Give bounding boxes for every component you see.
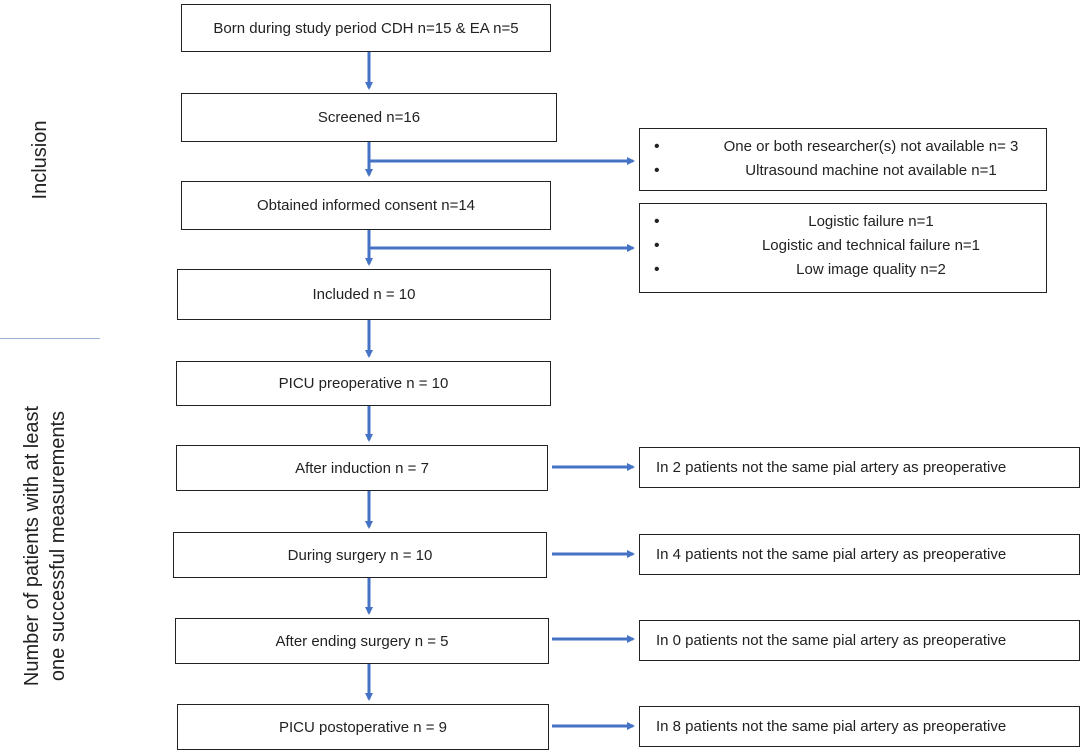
note-box-induction: In 2 patients not the same pial artery a… (639, 447, 1080, 488)
note-box-ending-surgery: In 0 patients not the same pial artery a… (639, 620, 1080, 661)
note-box-surgery: In 4 patients not the same pial artery a… (639, 534, 1080, 575)
flow-box-during-surgery: During surgery n = 10 (173, 532, 547, 578)
flow-box-born: Born during study period CDH n=15 & EA n… (181, 4, 551, 52)
exclusion-item: One or both researcher(s) not available … (654, 135, 1046, 159)
exclusion-box-screening: One or both researcher(s) not available … (639, 128, 1047, 191)
flow-box-included: Included n = 10 (177, 269, 551, 320)
exclusion-item: Ultrasound machine not available n=1 (654, 159, 1046, 183)
flow-box-picu-preoperative: PICU preoperative n = 10 (176, 361, 551, 406)
section-divider (0, 338, 100, 339)
note-box-picu-postoperative: In 8 patients not the same pial artery a… (639, 706, 1080, 747)
exclusion-item: Logistic failure n=1 (654, 210, 1046, 234)
flow-box-picu-postoperative: PICU postoperative n = 9 (177, 704, 549, 750)
flow-box-screened: Screened n=16 (181, 93, 557, 142)
flow-box-after-ending-surgery: After ending surgery n = 5 (175, 618, 549, 664)
exclusion-item: Logistic and technical failure n=1 (654, 234, 1046, 258)
flow-box-after-induction: After induction n = 7 (176, 445, 548, 491)
exclusion-item: Low image quality n=2 (654, 258, 1046, 282)
exclusion-box-consent: Logistic failure n=1 Logistic and techni… (639, 203, 1047, 293)
flow-box-consent: Obtained informed consent n=14 (181, 181, 551, 230)
